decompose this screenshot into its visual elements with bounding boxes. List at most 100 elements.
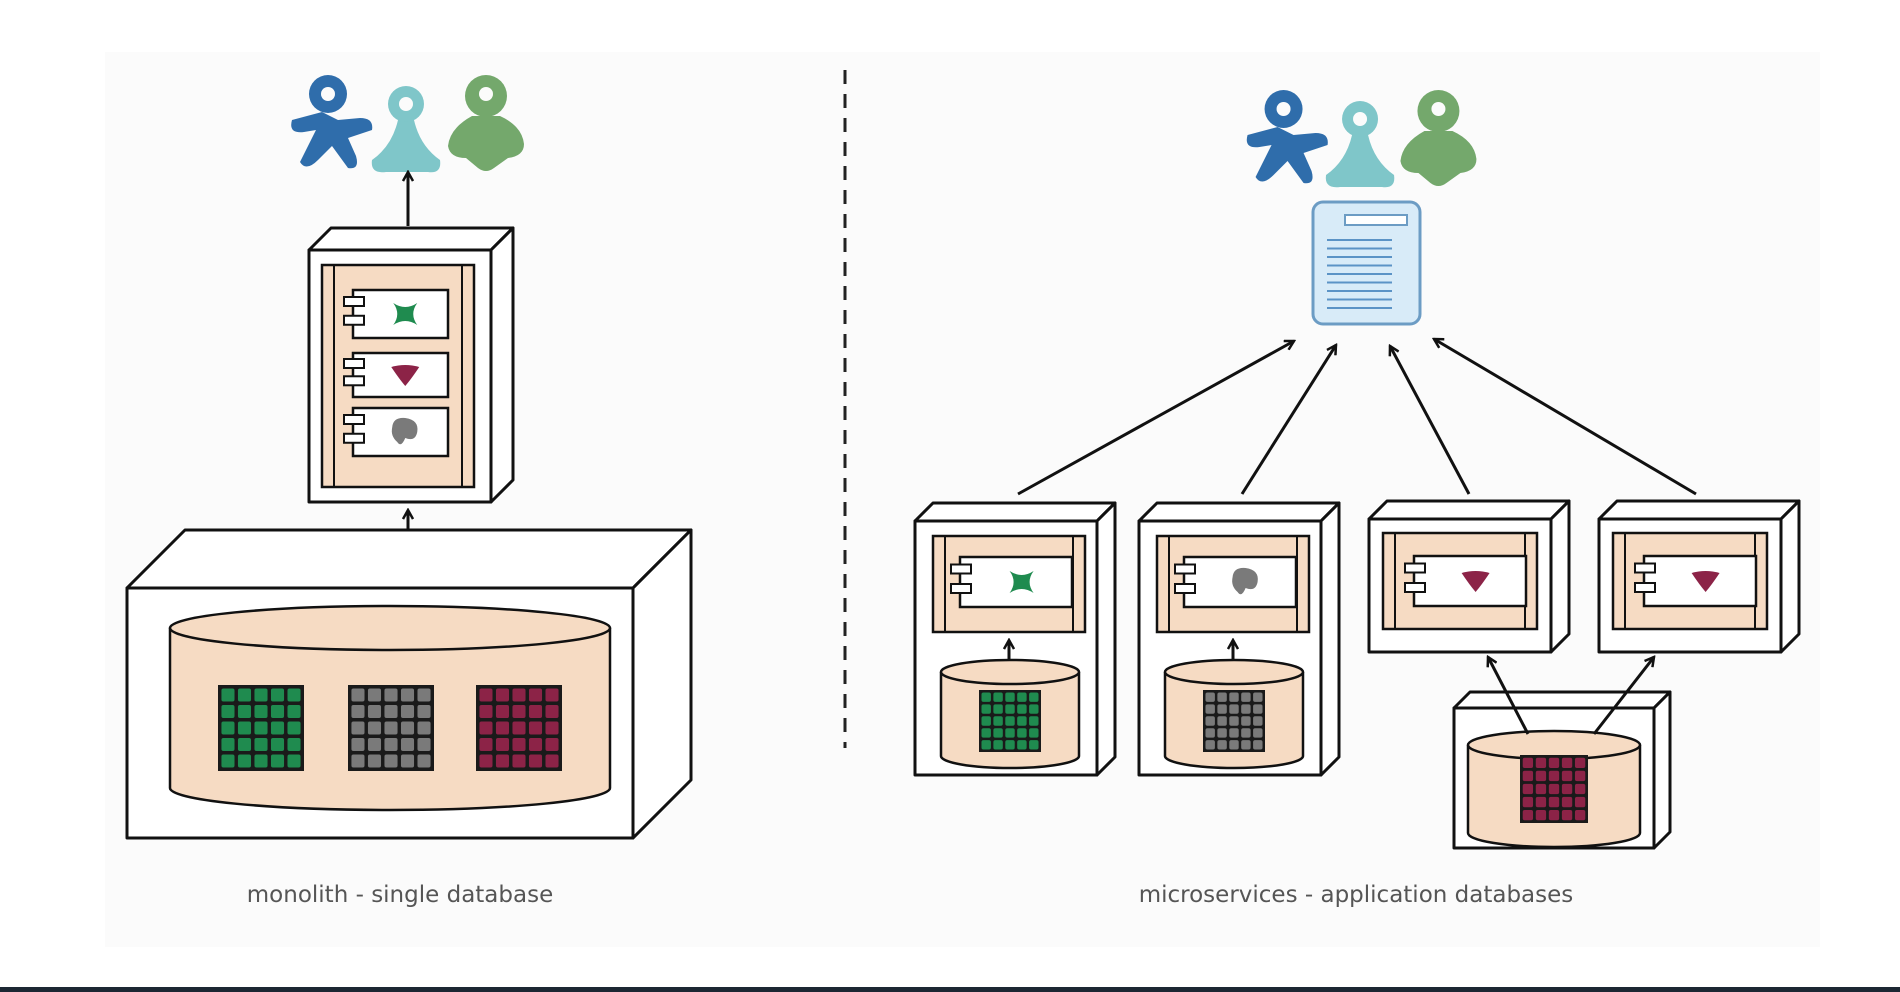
heart-glyph-icon <box>1691 571 1720 592</box>
table-cell <box>1548 783 1560 795</box>
service-maroon-server-2 <box>1597 499 1801 654</box>
table-cell <box>479 721 493 735</box>
table-cell <box>287 704 301 719</box>
document-title-bar <box>1344 214 1408 226</box>
table-cell <box>545 704 559 719</box>
table-cell <box>367 754 382 768</box>
table-cell <box>254 704 268 719</box>
table-cell <box>993 740 1003 750</box>
table-cell <box>993 716 1003 726</box>
box-side-face <box>1652 690 1672 850</box>
microservices-caption: microservices - application databases <box>1139 882 1574 908</box>
table-cell <box>221 754 235 768</box>
table-cell <box>351 754 365 768</box>
arrow <box>1017 339 1294 496</box>
table-cell <box>1017 740 1027 750</box>
table-cell <box>1005 704 1015 714</box>
table-cell <box>287 688 301 702</box>
table-cell <box>367 721 382 735</box>
table-cell <box>512 704 526 719</box>
table-cell <box>1017 728 1027 738</box>
user-head-hole <box>1353 112 1368 126</box>
table-cell <box>528 704 543 719</box>
table-cell <box>1253 692 1263 702</box>
table-cell <box>221 721 235 735</box>
shared-database-server <box>1452 690 1672 850</box>
table-cell <box>1253 704 1263 714</box>
component-gray <box>343 406 450 458</box>
table-cell <box>237 721 252 735</box>
component-port <box>950 563 972 575</box>
table-cell <box>1205 740 1215 750</box>
table-cell <box>237 688 252 702</box>
table-cell <box>351 721 365 735</box>
microservices-section <box>913 90 1801 850</box>
user-body <box>1400 131 1477 186</box>
table-cell <box>993 728 1003 738</box>
table-cell <box>221 688 235 702</box>
table-cell <box>1029 704 1039 714</box>
user-blue-icon <box>1246 90 1328 184</box>
table-cell <box>400 721 415 735</box>
user-teal-icon <box>371 86 441 173</box>
table-cell <box>287 754 301 768</box>
table-grid-icon <box>1520 755 1588 823</box>
component-port <box>1404 562 1426 574</box>
component-port <box>1634 582 1656 593</box>
table-cell <box>1561 770 1573 782</box>
table-cell <box>1574 796 1586 808</box>
table-cell <box>1241 704 1251 714</box>
box-side-face <box>1095 501 1117 777</box>
box-side-face <box>1779 499 1801 654</box>
arrow <box>1434 339 1697 496</box>
table-cell <box>1574 757 1586 769</box>
table-cell <box>400 688 415 702</box>
box-side-face <box>1319 501 1341 777</box>
arrow <box>1390 346 1471 495</box>
table-cell <box>384 737 398 752</box>
table-cell <box>1522 796 1534 808</box>
table-cell <box>1561 809 1573 821</box>
component-green <box>950 555 1074 609</box>
table-cell <box>1205 728 1215 738</box>
user-body <box>1246 127 1328 184</box>
table-cell <box>993 692 1003 702</box>
table-cell <box>1029 740 1039 750</box>
table-cell <box>367 737 382 752</box>
table-cell <box>512 754 526 768</box>
component-port <box>343 375 365 387</box>
cylinder-top <box>1163 658 1305 686</box>
blob-glyph-icon <box>391 417 418 445</box>
table-cell <box>981 728 991 738</box>
users-group-icon <box>1246 90 1477 188</box>
table-cell <box>1217 716 1227 726</box>
component-port <box>343 296 365 307</box>
table-cell <box>512 721 526 735</box>
table-cell <box>384 754 398 768</box>
table-cell <box>1574 783 1586 795</box>
table-cell <box>270 704 285 719</box>
table-cell <box>417 737 431 752</box>
table-cell <box>1574 770 1586 782</box>
component-port <box>1174 583 1196 594</box>
table-cell <box>545 754 559 768</box>
table-cell <box>528 721 543 735</box>
arrow <box>1592 657 1654 735</box>
user-body <box>371 120 441 173</box>
table-cell <box>993 704 1003 714</box>
table-cell <box>1241 740 1251 750</box>
table-cell <box>1241 728 1251 738</box>
table-cell <box>221 704 235 719</box>
table-cell <box>528 688 543 702</box>
table-cell <box>545 721 559 735</box>
user-body <box>1325 135 1395 188</box>
table-cell <box>1229 740 1239 750</box>
table-cell <box>479 737 493 752</box>
user-blue-icon <box>291 75 373 169</box>
table-cell <box>1229 728 1239 738</box>
component-port <box>1404 582 1426 593</box>
component-maroon <box>1404 554 1528 608</box>
table-cell <box>981 704 991 714</box>
table-cell <box>1017 692 1027 702</box>
table-cell <box>479 688 493 702</box>
